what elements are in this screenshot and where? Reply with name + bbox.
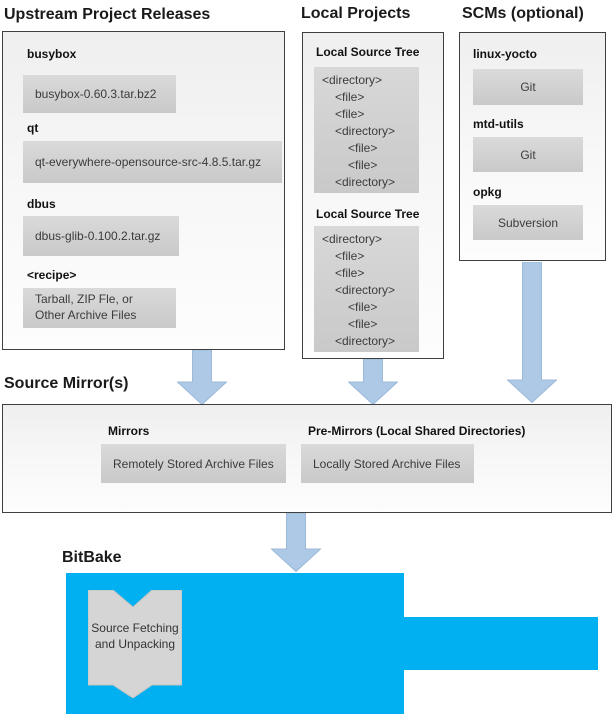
source-mirrors-box: Mirrors Remotely Stored Archive Files Pr… — [2, 404, 612, 513]
upstream-item-label: busybox — [27, 47, 77, 61]
scm-type-box: Git — [473, 69, 583, 105]
mirrors-label: Mirrors — [108, 424, 150, 438]
tree-line: <file> — [348, 158, 378, 172]
upstream-item-label: dbus — [27, 197, 56, 211]
local-projects-box: Local Source Tree <directory> <file> <fi… — [302, 32, 444, 359]
upstream-releases-heading: Upstream Project Releases — [4, 6, 211, 23]
tree-line: <file> — [335, 249, 365, 263]
upstream-item-archive: busybox-0.60.3.tar.bz2 — [23, 75, 176, 113]
source-fetching-chevron-shape — [88, 590, 182, 698]
archive-filename: qt-everywhere-opensource-src-4.8.5.tar.g… — [35, 155, 262, 169]
bitbake-heading: BitBake — [62, 549, 122, 566]
archive-filename: dbus-glib-0.100.2.tar.gz — [35, 229, 161, 243]
bitbake-output-tab-shape — [404, 617, 598, 670]
upstream-item-label: <recipe> — [27, 268, 77, 282]
local-source-tree: <directory> <file> <file> <directory> <f… — [314, 226, 419, 352]
archive-filename: Tarball, ZIP Fle, or Other Archive Files — [35, 292, 137, 322]
scm-type: Subversion — [497, 215, 559, 230]
scm-type: Git — [520, 147, 536, 162]
tree-line: <directory> — [335, 334, 396, 348]
upstream-item-archive: dbus-glib-0.100.2.tar.gz — [23, 216, 179, 256]
local-projects-heading: Local Projects — [301, 5, 411, 22]
arrow-mirrors-to-bitbake-icon — [271, 513, 321, 572]
premirrors-archive-box: Locally Stored Archive Files — [301, 444, 474, 483]
premirrors-archive-text: Locally Stored Archive Files — [313, 456, 461, 471]
tree-line: <file> — [335, 90, 365, 104]
arrow-upstream-to-mirrors-icon — [177, 350, 227, 405]
tree-line: <directory> — [335, 175, 396, 189]
scms-box: linux-yocto Git mtd-utils Git opkg Subve… — [459, 32, 606, 261]
tree-line: <directory> — [335, 124, 396, 138]
arrow-scms-to-mirrors-icon — [507, 262, 557, 403]
scm-project-label: linux-yocto — [473, 47, 538, 61]
scm-type-box: Git — [473, 137, 583, 172]
upstream-item-label: qt — [27, 121, 39, 135]
upstream-item-archive: Tarball, ZIP Fle, or Other Archive Files — [23, 288, 176, 328]
local-source-tree-label: Local Source Tree — [316, 207, 420, 221]
local-source-tree-label: Local Source Tree — [316, 45, 420, 59]
mirrors-archive-box: Remotely Stored Archive Files — [101, 444, 286, 483]
scms-heading: SCMs (optional) — [462, 5, 584, 22]
tree-line: <file> — [348, 317, 378, 331]
scm-type: Git — [520, 80, 536, 94]
archive-filename: busybox-0.60.3.tar.bz2 — [35, 87, 157, 101]
local-source-tree: <directory> <file> <file> <directory> <f… — [314, 67, 419, 193]
tree-line: <file> — [348, 300, 378, 314]
tree-line: <directory> — [335, 283, 396, 297]
tree-line: <directory> — [322, 73, 383, 87]
tree-line: <file> — [335, 107, 365, 121]
scm-project-label: mtd-utils — [473, 117, 524, 131]
premirrors-label: Pre-Mirrors (Local Shared Directories) — [308, 424, 526, 438]
scm-project-label: opkg — [473, 185, 502, 199]
scm-type-box: Subversion — [473, 205, 583, 240]
arrow-local-to-mirrors-icon — [348, 359, 398, 405]
tree-line: <file> — [348, 141, 378, 155]
upstream-releases-box: busybox busybox-0.60.3.tar.bz2 qt qt-eve… — [2, 31, 285, 350]
source-mirrors-heading: Source Mirror(s) — [4, 375, 129, 392]
tree-line: <file> — [335, 266, 365, 280]
tree-line: <directory> — [322, 232, 383, 246]
upstream-item-archive: qt-everywhere-opensource-src-4.8.5.tar.g… — [23, 141, 282, 183]
mirrors-archive-text: Remotely Stored Archive Files — [113, 456, 274, 471]
source-fetching-label: Source Fetching and Unpacking — [91, 621, 179, 651]
